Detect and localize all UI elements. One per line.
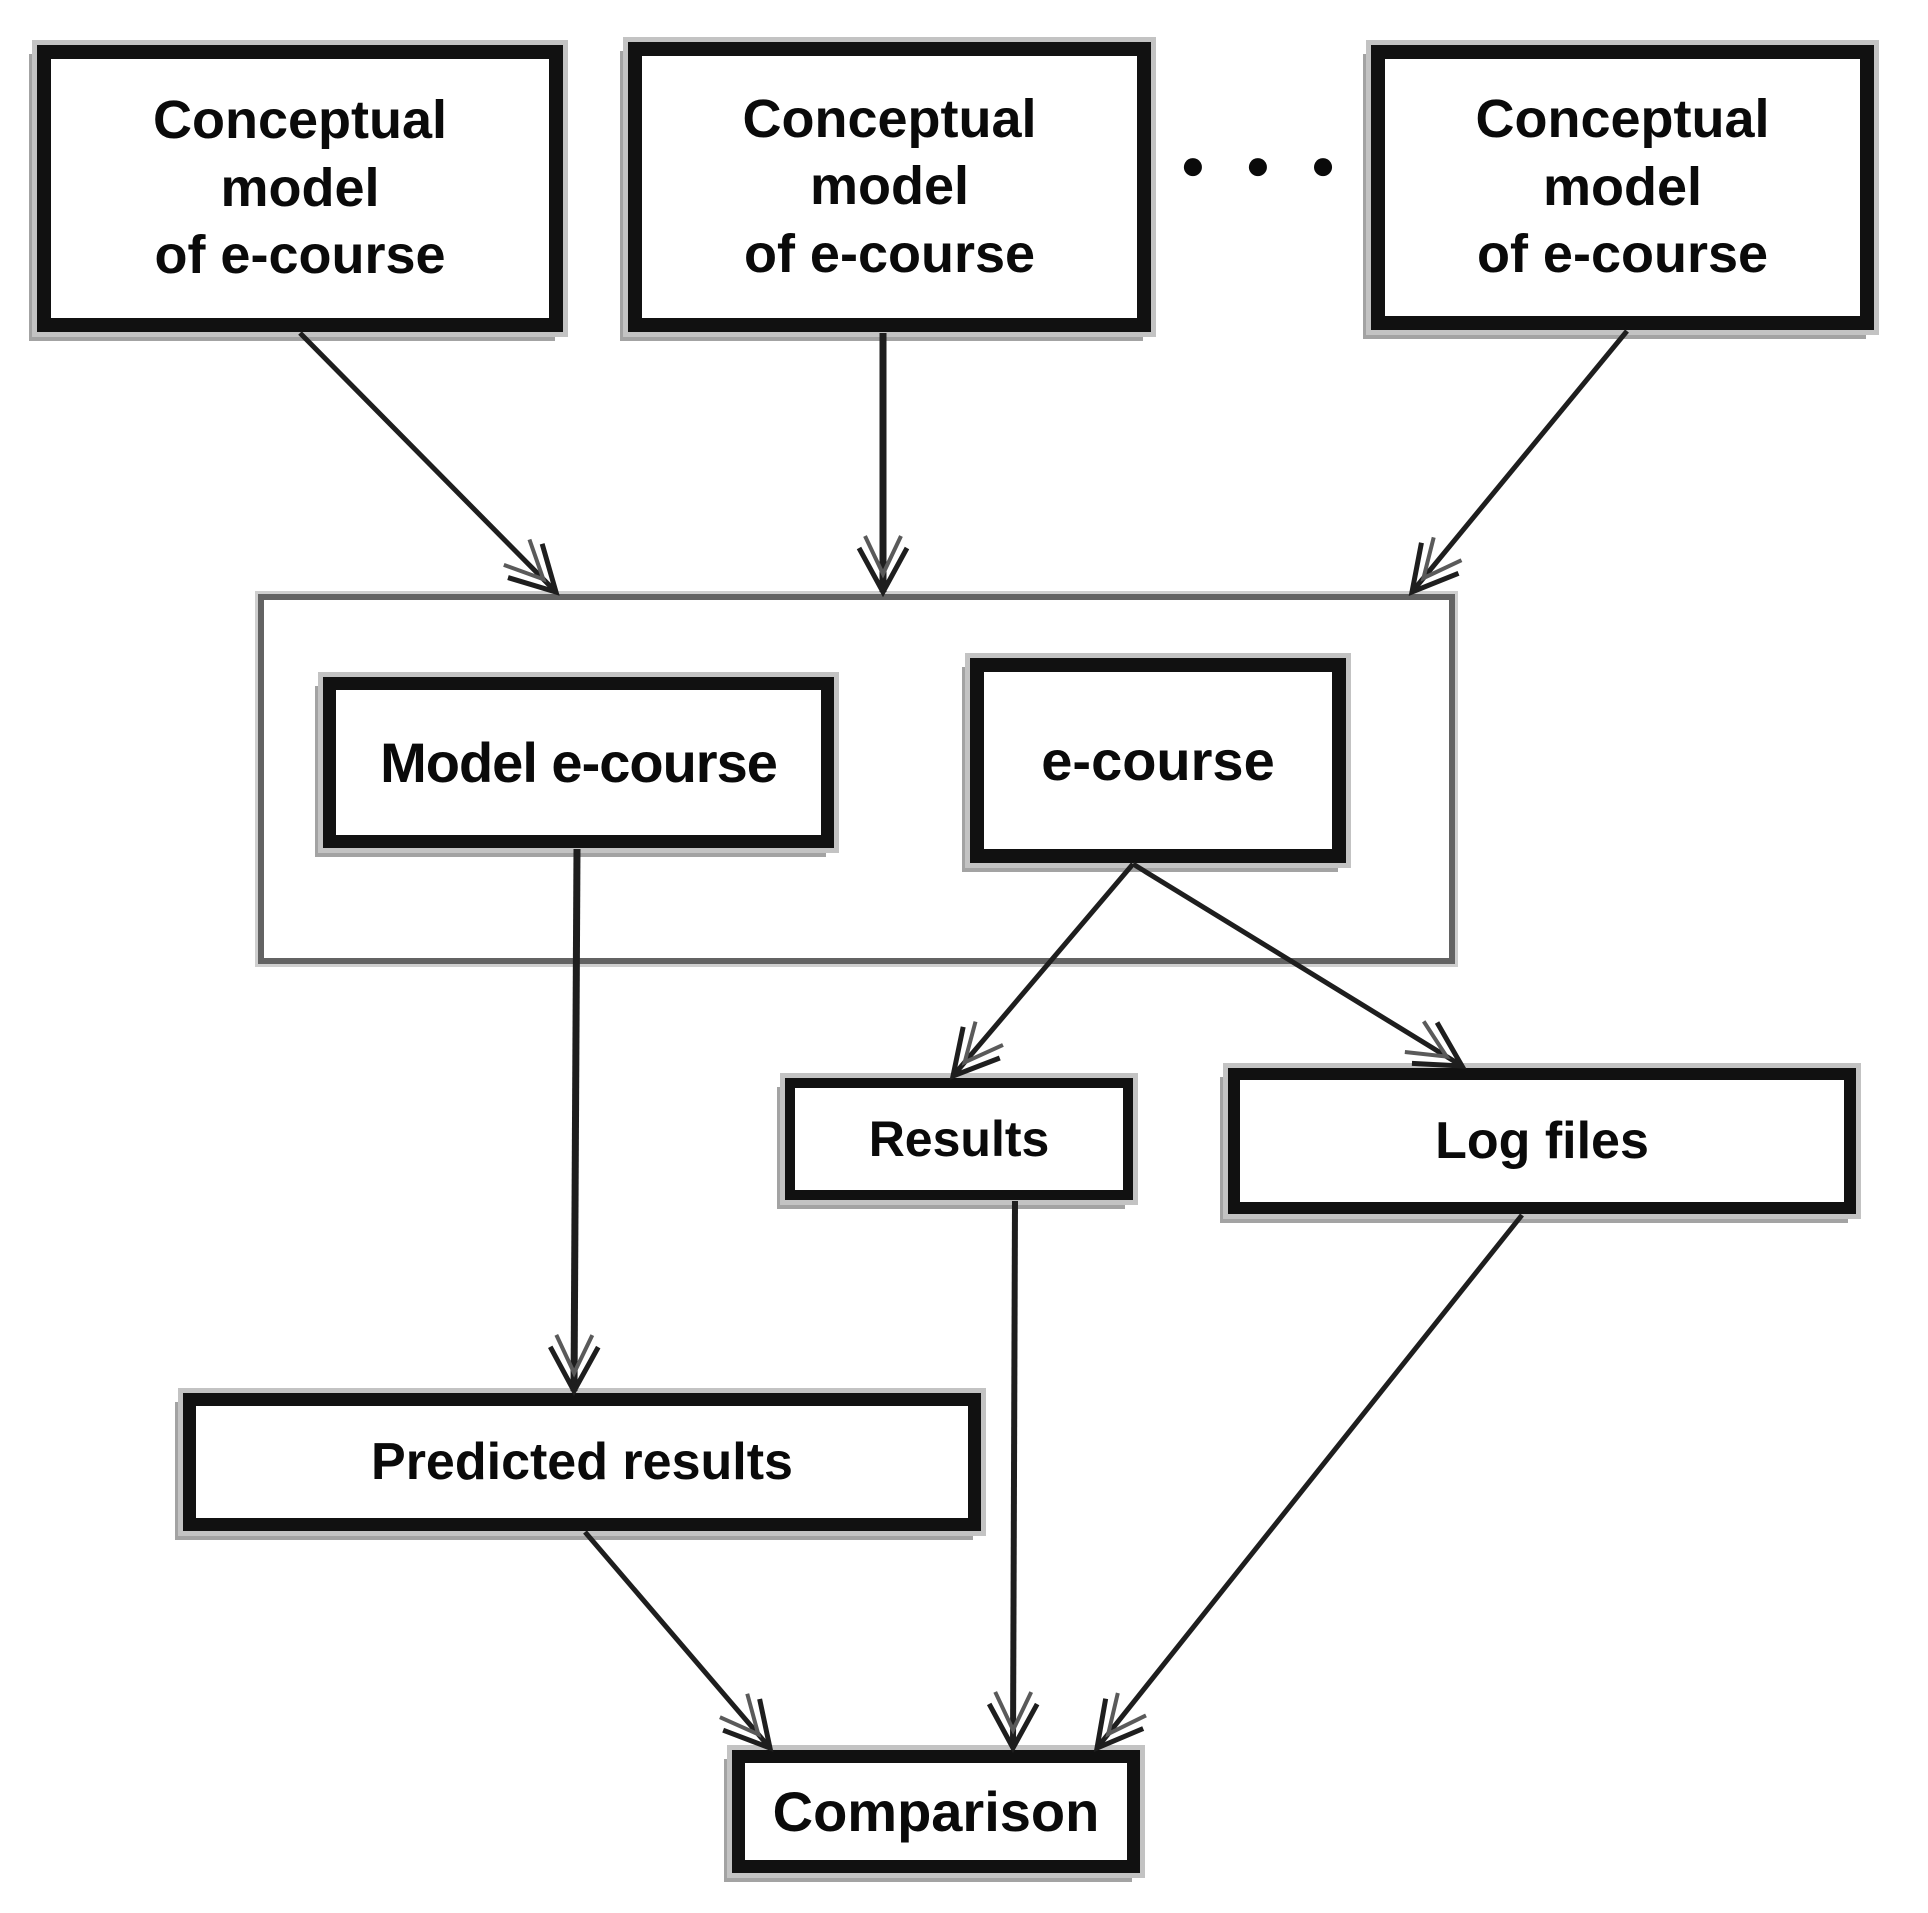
node-log-files: Log files bbox=[1228, 1068, 1856, 1214]
node-predicted-results: Predicted results bbox=[183, 1393, 981, 1531]
arrow-results-to-comparison bbox=[986, 1200, 1040, 1754]
node-conceptual-model-3: Conceptual model of e-course bbox=[1371, 45, 1874, 330]
arrow-predicted-to-comparison bbox=[583, 1530, 774, 1752]
arrow-conceptual1-to-container bbox=[298, 331, 560, 596]
node-comparison: Comparison bbox=[732, 1750, 1140, 1873]
arrow-logfiles-to-comparison bbox=[1093, 1213, 1524, 1753]
node-ecourse: e-course bbox=[970, 658, 1346, 863]
node-conceptual-model-1: Conceptual model of e-course bbox=[37, 45, 563, 332]
modeling-container bbox=[258, 594, 1455, 964]
node-model-ecourse: Model e-course bbox=[323, 677, 834, 848]
node-conceptual-model-2: Conceptual model of e-course bbox=[628, 42, 1151, 332]
ellipsis-dots: ● ● ● bbox=[1180, 141, 1350, 188]
node-results: Results bbox=[785, 1078, 1133, 1200]
arrow-conceptual3-to-container bbox=[1408, 329, 1629, 597]
